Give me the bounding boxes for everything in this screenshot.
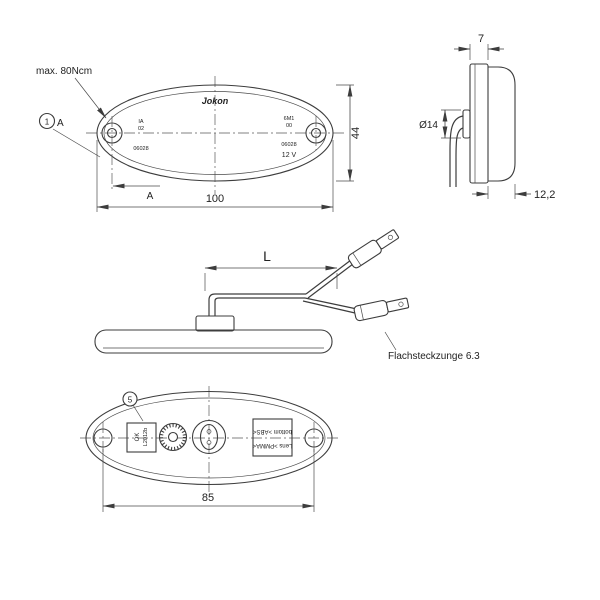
- dimension-cable-length: L: [204, 248, 338, 291]
- cable-grommet: [462, 109, 471, 139]
- screw-hole-left: [101, 116, 123, 192]
- stamp-text: L2012b: [143, 428, 149, 446]
- lamp-profile: [94, 315, 333, 354]
- dimension-width-100: 100: [96, 140, 334, 212]
- screw-hole-left: [93, 422, 113, 454]
- dim-label: 100: [206, 193, 224, 205]
- dim-label: Ø14: [419, 120, 438, 131]
- dimension-flange-7: 7: [454, 33, 504, 60]
- connector-label: Flachsteckzunge 6.3: [388, 351, 480, 362]
- connector-note: Flachsteckzunge 6.3: [384, 331, 480, 362]
- section-marker-a-bottom: A: [112, 183, 160, 202]
- marking-text: 02: [138, 126, 144, 132]
- lamp-back-outline: [85, 390, 333, 486]
- callout-circle: [122, 391, 138, 407]
- lamp-outline: [96, 84, 334, 182]
- material-text: Lens >PMMA<: [252, 442, 292, 448]
- torque-label: max. 80Ncm: [36, 66, 92, 77]
- marking-text: IA: [138, 119, 144, 125]
- screw-hole-right: [305, 116, 327, 150]
- material-label-box: Lens >PMMA< bottom >ABS<: [252, 418, 293, 457]
- cable-view: L Flachsteckzunge 6.3: [94, 229, 480, 362]
- dim-label: 7: [478, 33, 484, 45]
- marking-text: 00: [286, 123, 292, 129]
- section-label: A: [147, 191, 154, 202]
- lamp-side-body: [462, 63, 516, 184]
- callout-5: 5: [122, 391, 144, 422]
- front-view: Jokon IA 02 06028 6M1 00 06028 12 V 44 1…: [36, 66, 362, 212]
- material-text: bottom >ABS<: [252, 428, 292, 434]
- flat-connector-upper: [347, 229, 399, 269]
- callout-1: 1 A: [38, 112, 101, 158]
- section-label: A: [57, 118, 64, 129]
- marking-left: IA 02 06028: [133, 119, 148, 152]
- back-view: OK L2012b Lens >PMMA< bottom >ABS< 5 85: [80, 386, 340, 512]
- dim-label: 44: [350, 127, 362, 139]
- wire-grommet: [191, 419, 227, 455]
- dimension-hole-distance-85: 85: [102, 449, 315, 512]
- cable-exit-block: [195, 315, 235, 332]
- callout-number: 5: [128, 396, 133, 405]
- torque-note: max. 80Ncm: [36, 66, 107, 119]
- dim-label: L: [263, 248, 271, 264]
- marking-text: 06028: [133, 146, 148, 152]
- callout-number: 1: [45, 118, 50, 127]
- dim-label: 85: [202, 492, 214, 504]
- marking-text: 06028: [281, 142, 296, 148]
- lamp-back-inner-edge: [92, 397, 326, 479]
- dimension-depth: 12,2: [472, 184, 555, 201]
- flat-connector-lower: [353, 297, 410, 322]
- voltage-marking: 12 V: [282, 152, 297, 159]
- dimension-height-44: 44: [336, 84, 362, 182]
- screw-hole-right: [304, 422, 324, 454]
- side-view: 7 Ø14 12,2: [419, 33, 555, 201]
- cable-run: [208, 259, 358, 316]
- stamp-box-left: OK L2012b: [126, 422, 157, 453]
- marking-text: 6M1: [284, 116, 295, 122]
- brand-logo: Jokon: [202, 96, 229, 106]
- date-wheel: [158, 422, 188, 452]
- cable-wires-side: [449, 115, 464, 187]
- callout-circle: [38, 112, 56, 130]
- marking-right: 6M1 00 06028 12 V: [281, 116, 296, 159]
- dimension-grommet-diameter: Ø14: [419, 109, 461, 139]
- stamp-text: OK: [135, 433, 141, 442]
- dim-label: 12,2: [534, 189, 555, 201]
